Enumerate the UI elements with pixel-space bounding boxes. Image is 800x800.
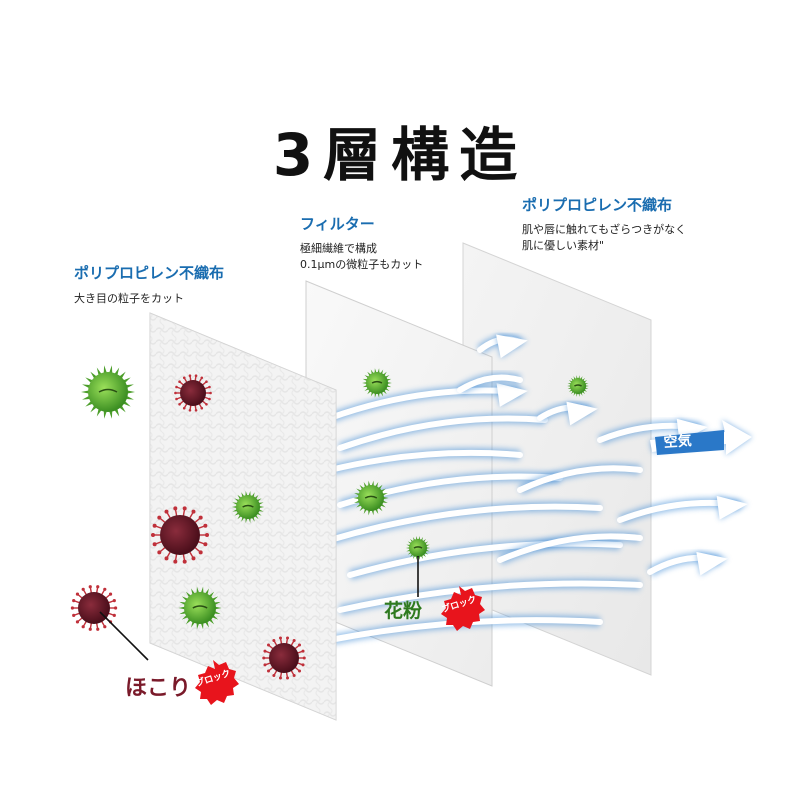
- airflow-streak: [347, 538, 623, 580]
- dust-callout: ほこり ブロック: [99, 611, 239, 705]
- particles: [70, 365, 589, 680]
- dust-label: ほこり: [125, 676, 191, 701]
- pollen-label: 花粉: [384, 599, 422, 622]
- pollen-particle: [81, 365, 135, 419]
- layer-1-title: ポリプロピレン不織布: [74, 264, 225, 282]
- airflow-streak: [537, 401, 598, 426]
- layer-1-caption: ポリプロピレン不織布 大き目の粒子をカット: [74, 262, 224, 307]
- airflow-streak: [327, 501, 603, 545]
- airflow-streak: [337, 413, 548, 453]
- layer-2-title: フィルター: [300, 215, 375, 233]
- layer-1-desc: 大き目の粒子をカット: [74, 292, 184, 305]
- airflow-streak: [476, 334, 528, 359]
- dust-particle: [151, 506, 209, 564]
- layer-3-caption: ポリプロピレン不織布 肌や唇に触れてもざらつきがなく 肌に優しい素材": [522, 194, 686, 254]
- pollen-particle: [231, 490, 265, 524]
- pollen-particle: [567, 375, 589, 397]
- layer-2-desc-line-2: 0.1μmの微粒子もカット: [300, 258, 424, 271]
- dust-particle: [262, 636, 306, 680]
- airflow-streak: [327, 383, 528, 423]
- pollen-particle: [362, 368, 392, 398]
- airflow-streak: [457, 372, 523, 395]
- airflow-streak: [337, 578, 643, 615]
- dust-particle: [70, 585, 118, 631]
- layer-3-desc-line-1: 肌や唇に触れてもざらつきがなく: [522, 223, 687, 236]
- diagram-title: 3層構造: [272, 121, 528, 189]
- pollen-particle: [178, 586, 222, 630]
- airflow-streak: [617, 495, 748, 525]
- layer-3-title: ポリプロピレン不織布: [522, 196, 673, 214]
- layer-3-desc-line-2: 肌に優しい素材": [522, 239, 605, 252]
- airflow-streak: [517, 463, 643, 495]
- dust-leader-line: [99, 611, 149, 661]
- air-label: 空気: [663, 432, 692, 451]
- pollen-particle: [353, 480, 389, 516]
- air-arrow: [650, 420, 752, 455]
- pollen-particle: [405, 535, 431, 561]
- airflow-streak: [647, 551, 728, 577]
- layer-2-desc-line-1: 極細繊維で構成: [300, 242, 377, 255]
- layer-2-caption: フィルター 極細繊維で構成 0.1μmの微粒子もカット: [300, 213, 423, 273]
- dust-particle: [174, 374, 212, 412]
- airflow-streak: [497, 531, 643, 565]
- airflow-streak: [327, 447, 523, 475]
